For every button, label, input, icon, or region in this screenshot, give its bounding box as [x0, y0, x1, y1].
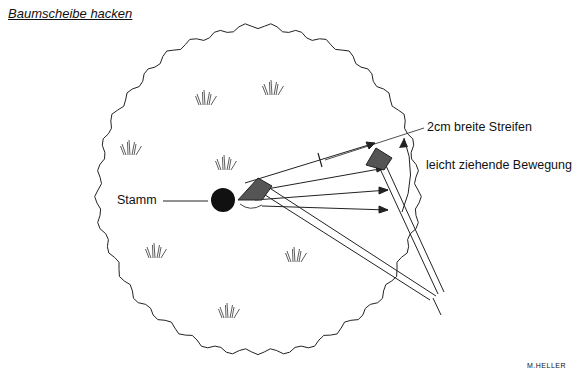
grass-tuft	[196, 90, 217, 105]
grass-tuft	[286, 247, 307, 262]
strip-arrows	[245, 142, 388, 213]
part-label: Stamm	[117, 193, 157, 208]
signature: M.HELLER	[527, 362, 566, 370]
grass-tuft	[263, 80, 284, 95]
arrow-head	[399, 138, 408, 148]
motion-arrow	[402, 138, 411, 212]
tree-disc	[95, 24, 422, 355]
title: Baumscheibe hacken	[8, 6, 132, 22]
grass-tuft	[146, 243, 167, 258]
grass-tuft	[219, 303, 240, 318]
note-label: leicht ziehende Bewegung	[426, 158, 572, 173]
note-label: 2cm breite Streifen	[427, 120, 532, 135]
grass-tuft	[216, 155, 237, 170]
leader-line	[163, 201, 208, 202]
grass-tuft	[121, 140, 142, 155]
trunk	[211, 188, 235, 212]
disc-outline	[95, 24, 422, 355]
width-marker	[318, 153, 322, 167]
hoe	[238, 178, 436, 300]
hoe-handle-end	[433, 298, 441, 315]
